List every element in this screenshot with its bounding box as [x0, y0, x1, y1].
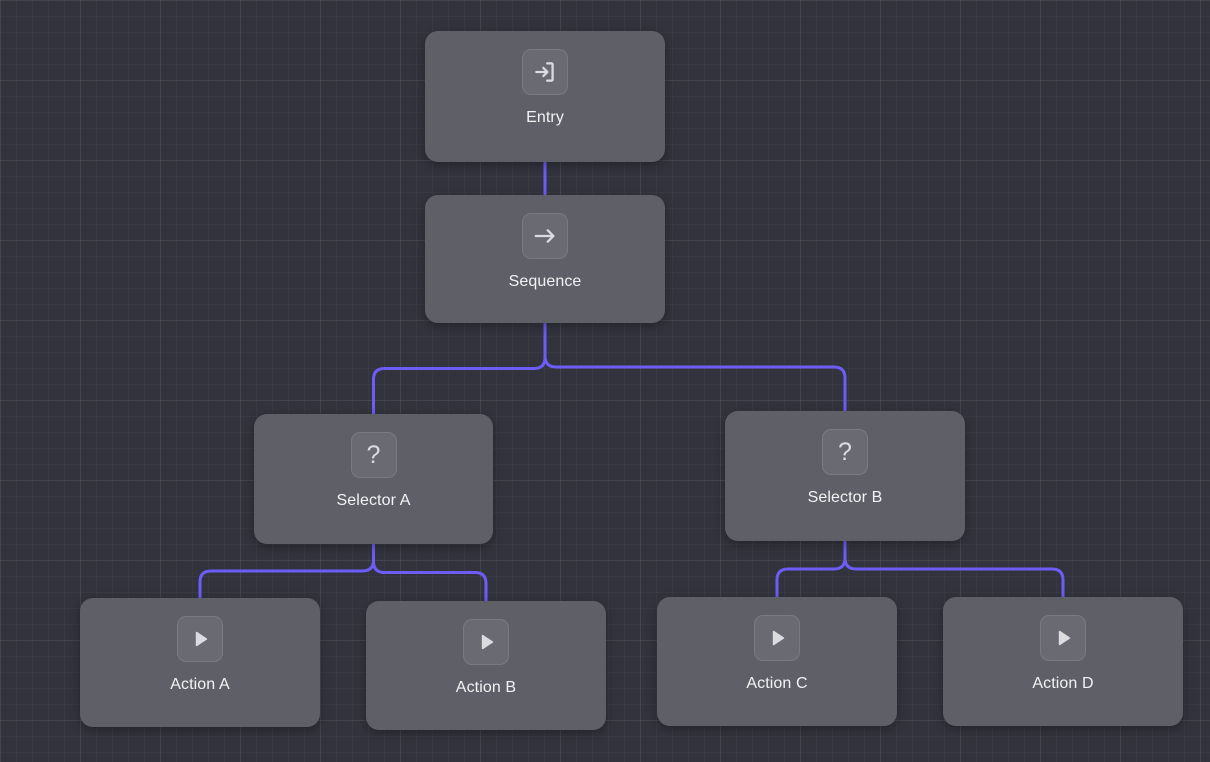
arrow-right-icon [522, 213, 568, 259]
bt-edge-selector-a-action-a [198, 542, 375, 600]
bt-node-sequence[interactable]: Sequence [425, 195, 665, 323]
bt-node-selector-a[interactable]: ? Selector A [254, 414, 493, 544]
question-mark-icon: ? [350, 432, 397, 478]
bt-node-label: Entry [526, 109, 564, 126]
play-triangle-icon [754, 615, 800, 661]
bt-node-label: Sequence [508, 273, 582, 290]
bt-node-selector-b[interactable]: ? Selector B [725, 411, 965, 541]
bt-node-label: Action B [455, 679, 517, 696]
bt-edge-selector-b-action-c [775, 539, 847, 599]
bt-node-action-d[interactable]: Action D [943, 597, 1183, 726]
question-mark-icon: ? [822, 429, 868, 475]
play-triangle-icon [463, 619, 509, 665]
bt-node-action-b[interactable]: Action B [366, 601, 606, 730]
bt-node-label: Action A [170, 676, 230, 693]
play-triangle-icon [1040, 615, 1086, 661]
bt-node-label: Action C [746, 675, 808, 692]
bt-node-label: Action D [1032, 675, 1094, 692]
bt-edge-sequence-selector-a [372, 321, 547, 416]
bt-node-action-a[interactable]: Action A [80, 598, 320, 727]
bt-node-action-c[interactable]: Action C [657, 597, 897, 726]
login-enter-icon [522, 49, 568, 95]
bt-edge-sequence-selector-b [543, 321, 847, 413]
play-triangle-icon [177, 616, 223, 662]
bt-node-label: Selector A [336, 492, 411, 509]
bt-node-entry[interactable]: Entry [425, 31, 665, 162]
bt-node-label: Selector B [807, 489, 883, 506]
bt-edge-selector-a-action-b [372, 542, 488, 603]
bt-edge-selector-b-action-d [843, 539, 1065, 599]
